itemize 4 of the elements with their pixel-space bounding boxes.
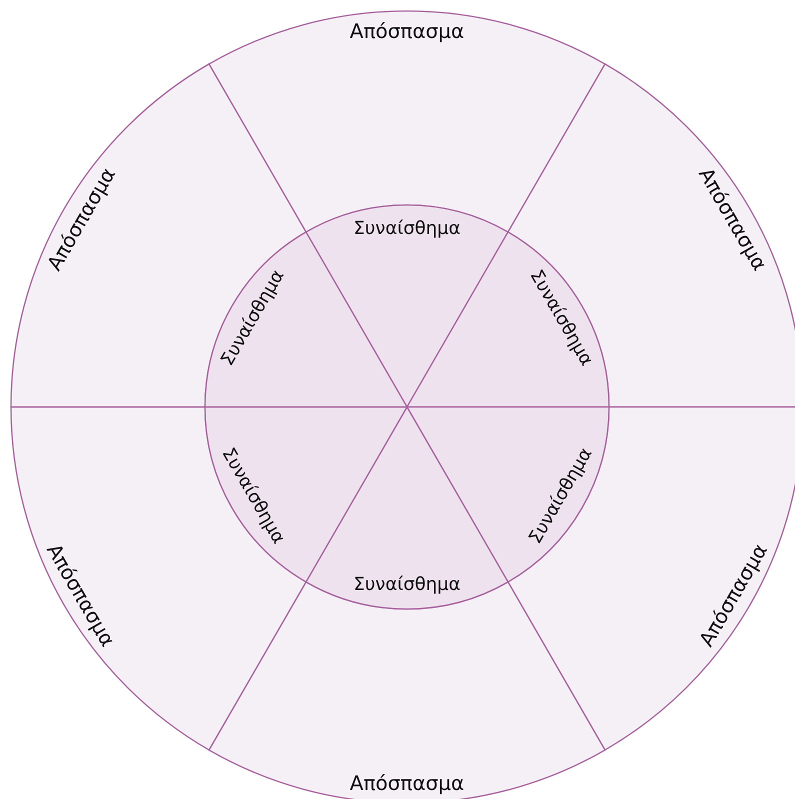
segment-label: Συναίσθημα bbox=[354, 219, 460, 239]
segment-label: Συναίσθημα bbox=[354, 575, 460, 595]
segment-label: Απόσπασμα bbox=[350, 20, 464, 42]
segment-label: Απόσπασμα bbox=[350, 772, 464, 794]
